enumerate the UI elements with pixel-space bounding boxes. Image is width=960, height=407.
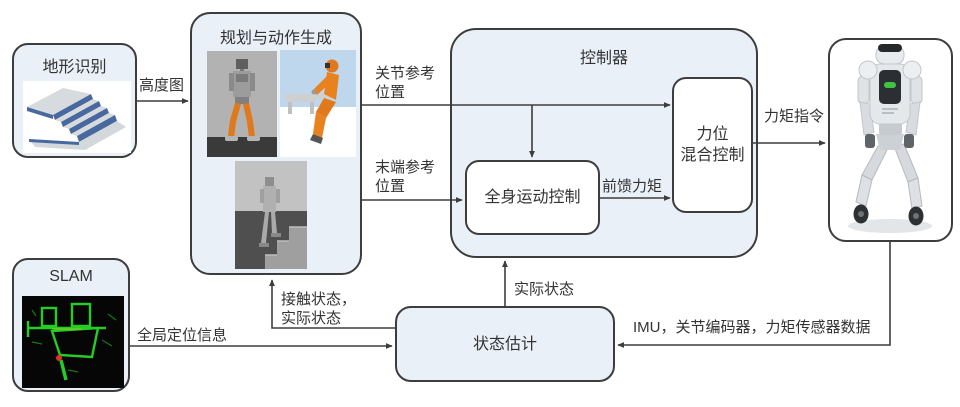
edge-label-contact-state-line1: 接触状态，: [281, 291, 357, 308]
edge-label-height-map: 高度图: [139, 77, 185, 94]
edge-label-contact-state: 接触状态， 实际状态: [281, 290, 356, 328]
state-estimation-label: 状态估计: [472, 335, 537, 353]
controller-node-title: 控制器: [579, 50, 628, 67]
whole-body-control-node: 全身运动控制: [465, 160, 600, 235]
stair-climbing-sim-image: [235, 161, 307, 269]
edge-label-contact-state-line2: 实际状态: [281, 310, 342, 327]
terrain-pointcloud-image: [23, 81, 131, 153]
walking-robot-sim-image: [207, 51, 277, 157]
edge-label-joint-reference-line2: 位置: [375, 84, 406, 101]
force-position-hybrid-line1: 力位: [696, 126, 729, 143]
force-position-hybrid-label: 力位 混合控制: [674, 79, 751, 211]
force-position-hybrid-line2: 混合控制: [680, 147, 745, 164]
robot-photo-frame: [832, 42, 949, 238]
edge-label-end-effector-line2: 位置: [375, 178, 406, 195]
edge-label-feedforward-torque: 前馈力矩: [602, 178, 663, 195]
terrain-node-title: 地形识别: [42, 59, 107, 76]
edge-label-end-effector-line1: 末端参考: [375, 159, 436, 176]
planning-node-title: 规划与动作生成: [219, 30, 332, 47]
robot-node: [828, 38, 953, 242]
edge-label-sensor-data: IMU，关节编码器，力矩传感器数据: [633, 319, 871, 336]
slam-node: SLAM: [12, 258, 130, 392]
whole-body-control-label: 全身运动控制: [484, 189, 581, 206]
state-estimation-node: 状态估计: [395, 306, 615, 382]
terrain-recognition-node: 地形识别: [12, 43, 137, 158]
force-position-hybrid-node: 力位 混合控制: [672, 77, 753, 213]
edge-label-actual-state: 实际状态: [514, 281, 575, 298]
slam-map-image: [22, 296, 124, 388]
humanoid-robot-photo: [832, 42, 949, 238]
squatting-robot-sim-image: [280, 50, 356, 157]
planning-node: 规划与动作生成: [190, 12, 362, 275]
edge-label-joint-reference: 关节参考 位置: [375, 64, 435, 102]
edge-label-end-effector-reference: 末端参考 位置: [375, 158, 435, 196]
edge-label-global-localization: 全局定位信息: [137, 327, 228, 344]
edge-label-torque-command: 力矩指令: [764, 108, 825, 125]
edge-label-joint-reference-line1: 关节参考: [375, 65, 436, 82]
slam-node-title: SLAM: [49, 268, 93, 285]
